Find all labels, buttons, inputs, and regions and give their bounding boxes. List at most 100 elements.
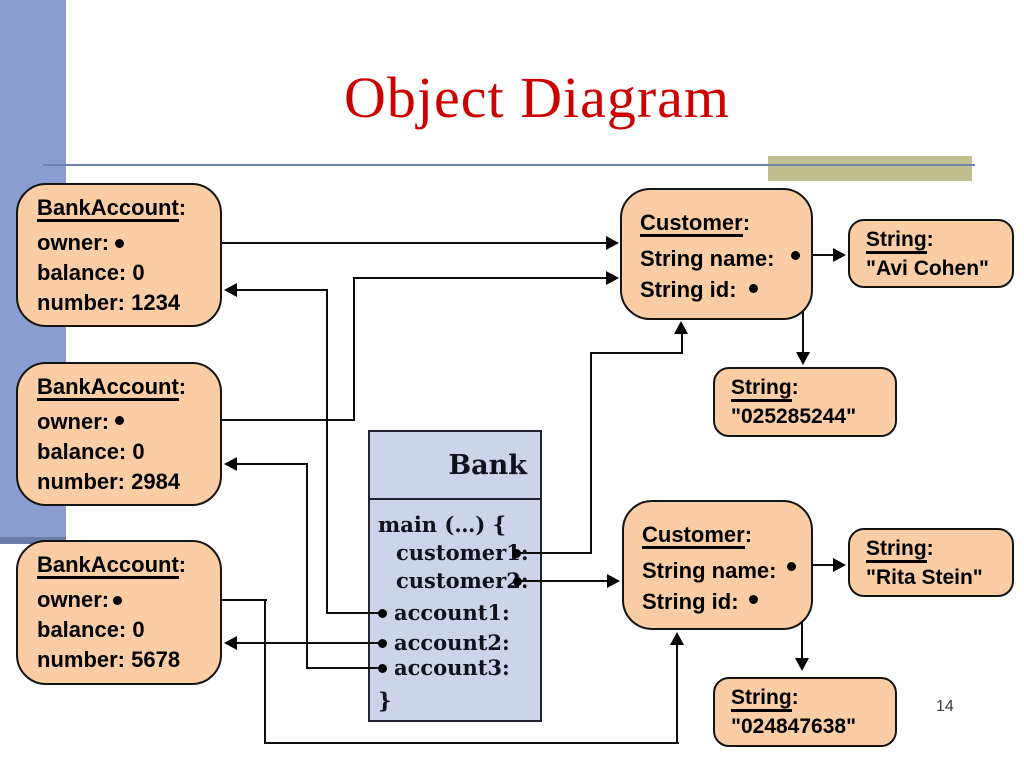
object-title-colon: : <box>178 195 187 220</box>
object-title-text: String <box>866 537 927 564</box>
arrowhead-left <box>224 283 237 297</box>
line-segment <box>681 334 683 354</box>
accent-bar <box>768 156 972 181</box>
pointer-dot <box>378 609 387 618</box>
arrowhead-right <box>833 248 846 262</box>
pointer-dot <box>115 239 124 248</box>
pointer-dot <box>115 416 124 425</box>
field-balance: balance: 0 <box>37 260 145 285</box>
object-title: String: <box>866 534 1012 564</box>
field-balance: balance: 0 <box>37 617 145 642</box>
line-segment <box>326 289 328 614</box>
object-title: Customer: <box>642 519 811 550</box>
field-name: String name: <box>640 246 775 271</box>
pointer-dot <box>787 562 796 571</box>
arrowhead-up <box>674 321 688 334</box>
line-segment <box>237 289 328 291</box>
field-owner: owner: <box>37 409 110 434</box>
string-object-avi-cohen: String: "Avi Cohen" <box>848 219 1014 288</box>
object-title-text: BankAccount <box>37 196 179 223</box>
object-title-colon: : <box>926 537 934 560</box>
bank-class-box: Bank <box>368 430 542 722</box>
page-number: 14 <box>936 698 954 715</box>
pointer-dot <box>749 595 758 604</box>
line-segment <box>802 286 804 352</box>
arrowhead-right <box>606 271 619 285</box>
object-title-colon: : <box>926 228 934 251</box>
pointer-dot <box>378 639 387 648</box>
line-segment <box>518 552 592 554</box>
bank-class-title: Bank <box>370 432 540 500</box>
line-segment <box>795 564 833 566</box>
object-title-text: String <box>731 376 792 403</box>
code-line-account3: account3: <box>394 655 510 680</box>
object-title: String: <box>731 373 895 403</box>
code-line-account1: account1: <box>394 600 510 625</box>
code-line-customer2: customer2: <box>396 568 529 593</box>
line-segment <box>307 667 382 669</box>
field-id: String id: <box>642 589 739 614</box>
line-segment <box>264 599 266 744</box>
pointer-dot <box>791 251 800 260</box>
pointer-dot <box>749 284 758 293</box>
line-segment <box>590 352 683 354</box>
code-line-close-brace: } <box>378 688 392 713</box>
object-title-text: Customer <box>640 211 743 238</box>
line-segment <box>306 463 308 669</box>
pointer-dot <box>513 577 522 586</box>
field-balance: balance: 0 <box>37 439 145 464</box>
line-segment <box>124 242 606 244</box>
arrowhead-down <box>795 658 809 671</box>
object-title-text: BankAccount <box>37 553 179 580</box>
field-name: String name: <box>642 558 777 583</box>
field-number: number: 1234 <box>37 290 181 315</box>
object-title-colon: : <box>791 686 799 709</box>
code-line-account2: account2: <box>394 630 510 655</box>
arrowhead-up <box>670 632 684 645</box>
object-title-colon: : <box>742 210 751 235</box>
string-object-025285244: String: "025285244" <box>713 367 897 437</box>
field-owner: owner: <box>37 587 110 612</box>
object-title: String: <box>866 225 1012 255</box>
code-line-main: main (…) { <box>378 512 507 537</box>
pointer-dot <box>113 596 122 605</box>
line-segment <box>676 644 678 744</box>
arrowhead-left <box>224 457 237 471</box>
sidebar-bottom-strip <box>0 537 66 544</box>
string-value: "Rita Stein" <box>866 566 983 590</box>
string-value: "Avi Cohen" <box>866 257 989 281</box>
object-title-text: Customer <box>642 523 745 550</box>
string-value: "024847638" <box>731 715 857 739</box>
object-title-colon: : <box>178 374 187 399</box>
line-segment <box>327 612 382 614</box>
customer-object-1: Customer: String name: String id: <box>620 188 813 320</box>
bank-account-object-5678: BankAccount: owner: balance: 0 number: 5… <box>16 540 222 685</box>
line-segment <box>264 742 679 744</box>
object-title-text: BankAccount <box>37 375 179 402</box>
slide-title: Object Diagram <box>343 65 730 130</box>
line-segment <box>124 419 355 421</box>
line-segment <box>521 580 607 582</box>
object-title-text: String <box>866 228 927 255</box>
object-title: BankAccount: <box>37 550 220 580</box>
arrowhead-down <box>796 352 810 365</box>
object-title-colon: : <box>744 522 753 547</box>
code-line-customer1: customer1: <box>396 540 529 565</box>
arrowhead-right <box>607 574 620 588</box>
customer-object-2: Customer: String name: String id: <box>622 500 813 630</box>
pointer-dot <box>378 664 387 673</box>
line-segment <box>801 597 803 658</box>
arrowhead-right <box>833 558 846 572</box>
line-segment <box>237 463 308 465</box>
object-title: BankAccount: <box>37 193 220 223</box>
field-number: number: 2984 <box>37 469 181 494</box>
arrowhead-right <box>606 236 619 250</box>
line-segment <box>590 352 592 554</box>
field-owner: owner: <box>37 230 110 255</box>
bank-account-object-2984: BankAccount: owner: balance: 0 number: 2… <box>16 362 222 506</box>
string-value: "025285244" <box>731 405 857 429</box>
object-title: Customer: <box>640 207 811 238</box>
field-id: String id: <box>640 277 737 302</box>
object-title: BankAccount: <box>37 372 220 402</box>
line-segment <box>237 642 382 644</box>
